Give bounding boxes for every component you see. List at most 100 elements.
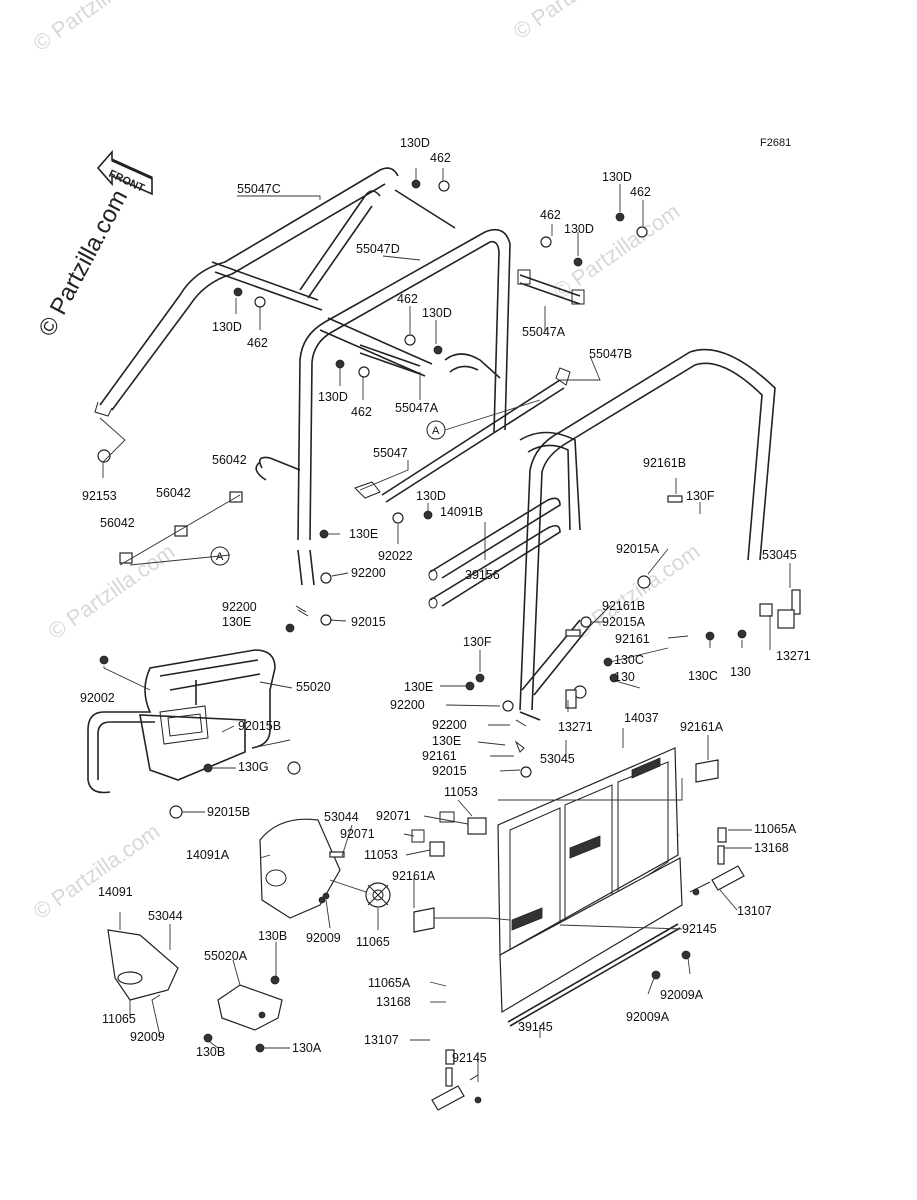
part-label: 462	[247, 336, 268, 350]
part-label: 462	[540, 208, 561, 222]
part-label: 55047C	[237, 182, 281, 196]
part-label: 130D	[602, 170, 632, 184]
roll-cage-center-hoop	[255, 228, 511, 586]
part-label: 130D	[212, 320, 242, 334]
part-label: 92015B	[207, 805, 250, 819]
latch-13107-right	[689, 827, 745, 893]
bracket-55020A	[217, 984, 283, 1031]
latch-13107-left	[431, 1049, 479, 1111]
figure-code: F2681	[760, 137, 791, 149]
part-label: 55047	[373, 446, 408, 460]
part-label: 13271	[558, 720, 593, 734]
part-label: 92200	[390, 698, 425, 712]
part-label: 11065	[102, 1012, 136, 1026]
part-label: 130G	[238, 760, 269, 774]
part-label: 130D	[422, 306, 452, 320]
cross-bar-55047	[354, 367, 571, 503]
part-label: 130D	[564, 222, 594, 236]
part-label: 462	[397, 292, 418, 306]
part-label: 92161A	[680, 720, 724, 734]
part-label: 130D	[416, 489, 446, 503]
copyright-watermark: © Partzilla.com	[33, 185, 133, 340]
rod-39145	[507, 923, 681, 1027]
hardware-fasteners	[97, 179, 801, 1104]
part-label: 14037	[624, 711, 659, 725]
part-label: 13107	[737, 904, 772, 918]
part-label: 92153	[82, 489, 117, 503]
part-label: 92161A	[392, 869, 436, 883]
grab-bar-39156	[428, 497, 561, 609]
leader-lines	[99, 168, 791, 1082]
part-label: 13107	[364, 1033, 399, 1047]
part-label: 130	[614, 670, 635, 684]
part-label: 53044	[148, 909, 183, 923]
part-label: 11065A	[754, 822, 797, 836]
part-label: 53045	[540, 752, 575, 766]
part-label: 130E	[432, 734, 461, 748]
part-label: 92161B	[602, 599, 645, 613]
part-label: 14091B	[440, 505, 483, 519]
part-label: 92200	[351, 566, 386, 580]
part-label: 92002	[80, 691, 115, 705]
part-label: 11053	[444, 785, 478, 799]
roll-cage-rear-hoop	[444, 348, 776, 721]
part-label: 130A	[292, 1041, 322, 1055]
part-label: 13168	[376, 995, 411, 1009]
watermark-text: © Partzilla.com	[29, 819, 165, 925]
part-label: 92009	[306, 931, 341, 945]
part-label: 130F	[463, 635, 492, 649]
part-label: 55020A	[204, 949, 248, 963]
part-label: 39156	[465, 568, 500, 582]
part-label: 92200	[222, 600, 257, 614]
part-label: 92015A	[602, 615, 646, 629]
watermark-text: © Partzilla.com	[549, 199, 685, 305]
part-label: 130	[730, 665, 751, 679]
part-label: 92071	[376, 809, 411, 823]
part-label: 92145	[682, 922, 717, 936]
guard-14091	[107, 929, 179, 1001]
part-label: 92015B	[238, 719, 281, 733]
roll-cage-front-hoop	[94, 167, 456, 417]
reference-label: A	[216, 551, 224, 563]
part-label: 55020	[296, 680, 331, 694]
part-label: 55047B	[589, 347, 632, 361]
reference-marker-A-top: A	[426, 420, 446, 440]
part-label: 130B	[258, 929, 287, 943]
part-label: 130D	[400, 136, 430, 150]
part-label: 92015	[351, 615, 386, 629]
part-label: 92022	[378, 549, 413, 563]
part-label: 92009	[130, 1030, 165, 1044]
front-arrow-icon: FRONT	[96, 149, 153, 196]
part-label: 13168	[754, 841, 789, 855]
part-label: 130D	[318, 390, 348, 404]
part-label: 14091A	[186, 848, 230, 862]
part-label: 11053	[364, 848, 398, 862]
part-label: 130B	[196, 1045, 225, 1059]
part-label: 56042	[156, 486, 191, 500]
part-label: 92015A	[616, 542, 660, 556]
part-label: 92161	[615, 632, 650, 646]
part-label: 130E	[349, 527, 378, 541]
reflector-92161A	[413, 759, 719, 933]
part-label: 39145	[518, 1020, 553, 1034]
part-label: 92009A	[660, 988, 704, 1002]
part-label: 92200	[432, 718, 467, 732]
part-label: 92015	[432, 764, 467, 778]
part-label: 462	[430, 151, 451, 165]
part-label: 55047A	[395, 401, 439, 415]
part-label: 92071	[340, 827, 375, 841]
part-label: 92009A	[626, 1010, 670, 1024]
guard-14091A	[259, 818, 341, 919]
watermark-text: © Partzilla.com	[509, 0, 645, 44]
part-label: 13271	[776, 649, 811, 663]
front-bumper-55020	[87, 649, 276, 794]
watermark-text: © Partzilla.com	[44, 539, 180, 645]
part-label: 53044	[324, 810, 359, 824]
part-label: 462	[630, 185, 651, 199]
part-label: 130C	[688, 669, 718, 683]
reference-label: A	[432, 425, 440, 437]
part-label: 130E	[222, 615, 251, 629]
part-label: 92161B	[643, 456, 686, 470]
cross-bar-55047A	[359, 269, 585, 375]
